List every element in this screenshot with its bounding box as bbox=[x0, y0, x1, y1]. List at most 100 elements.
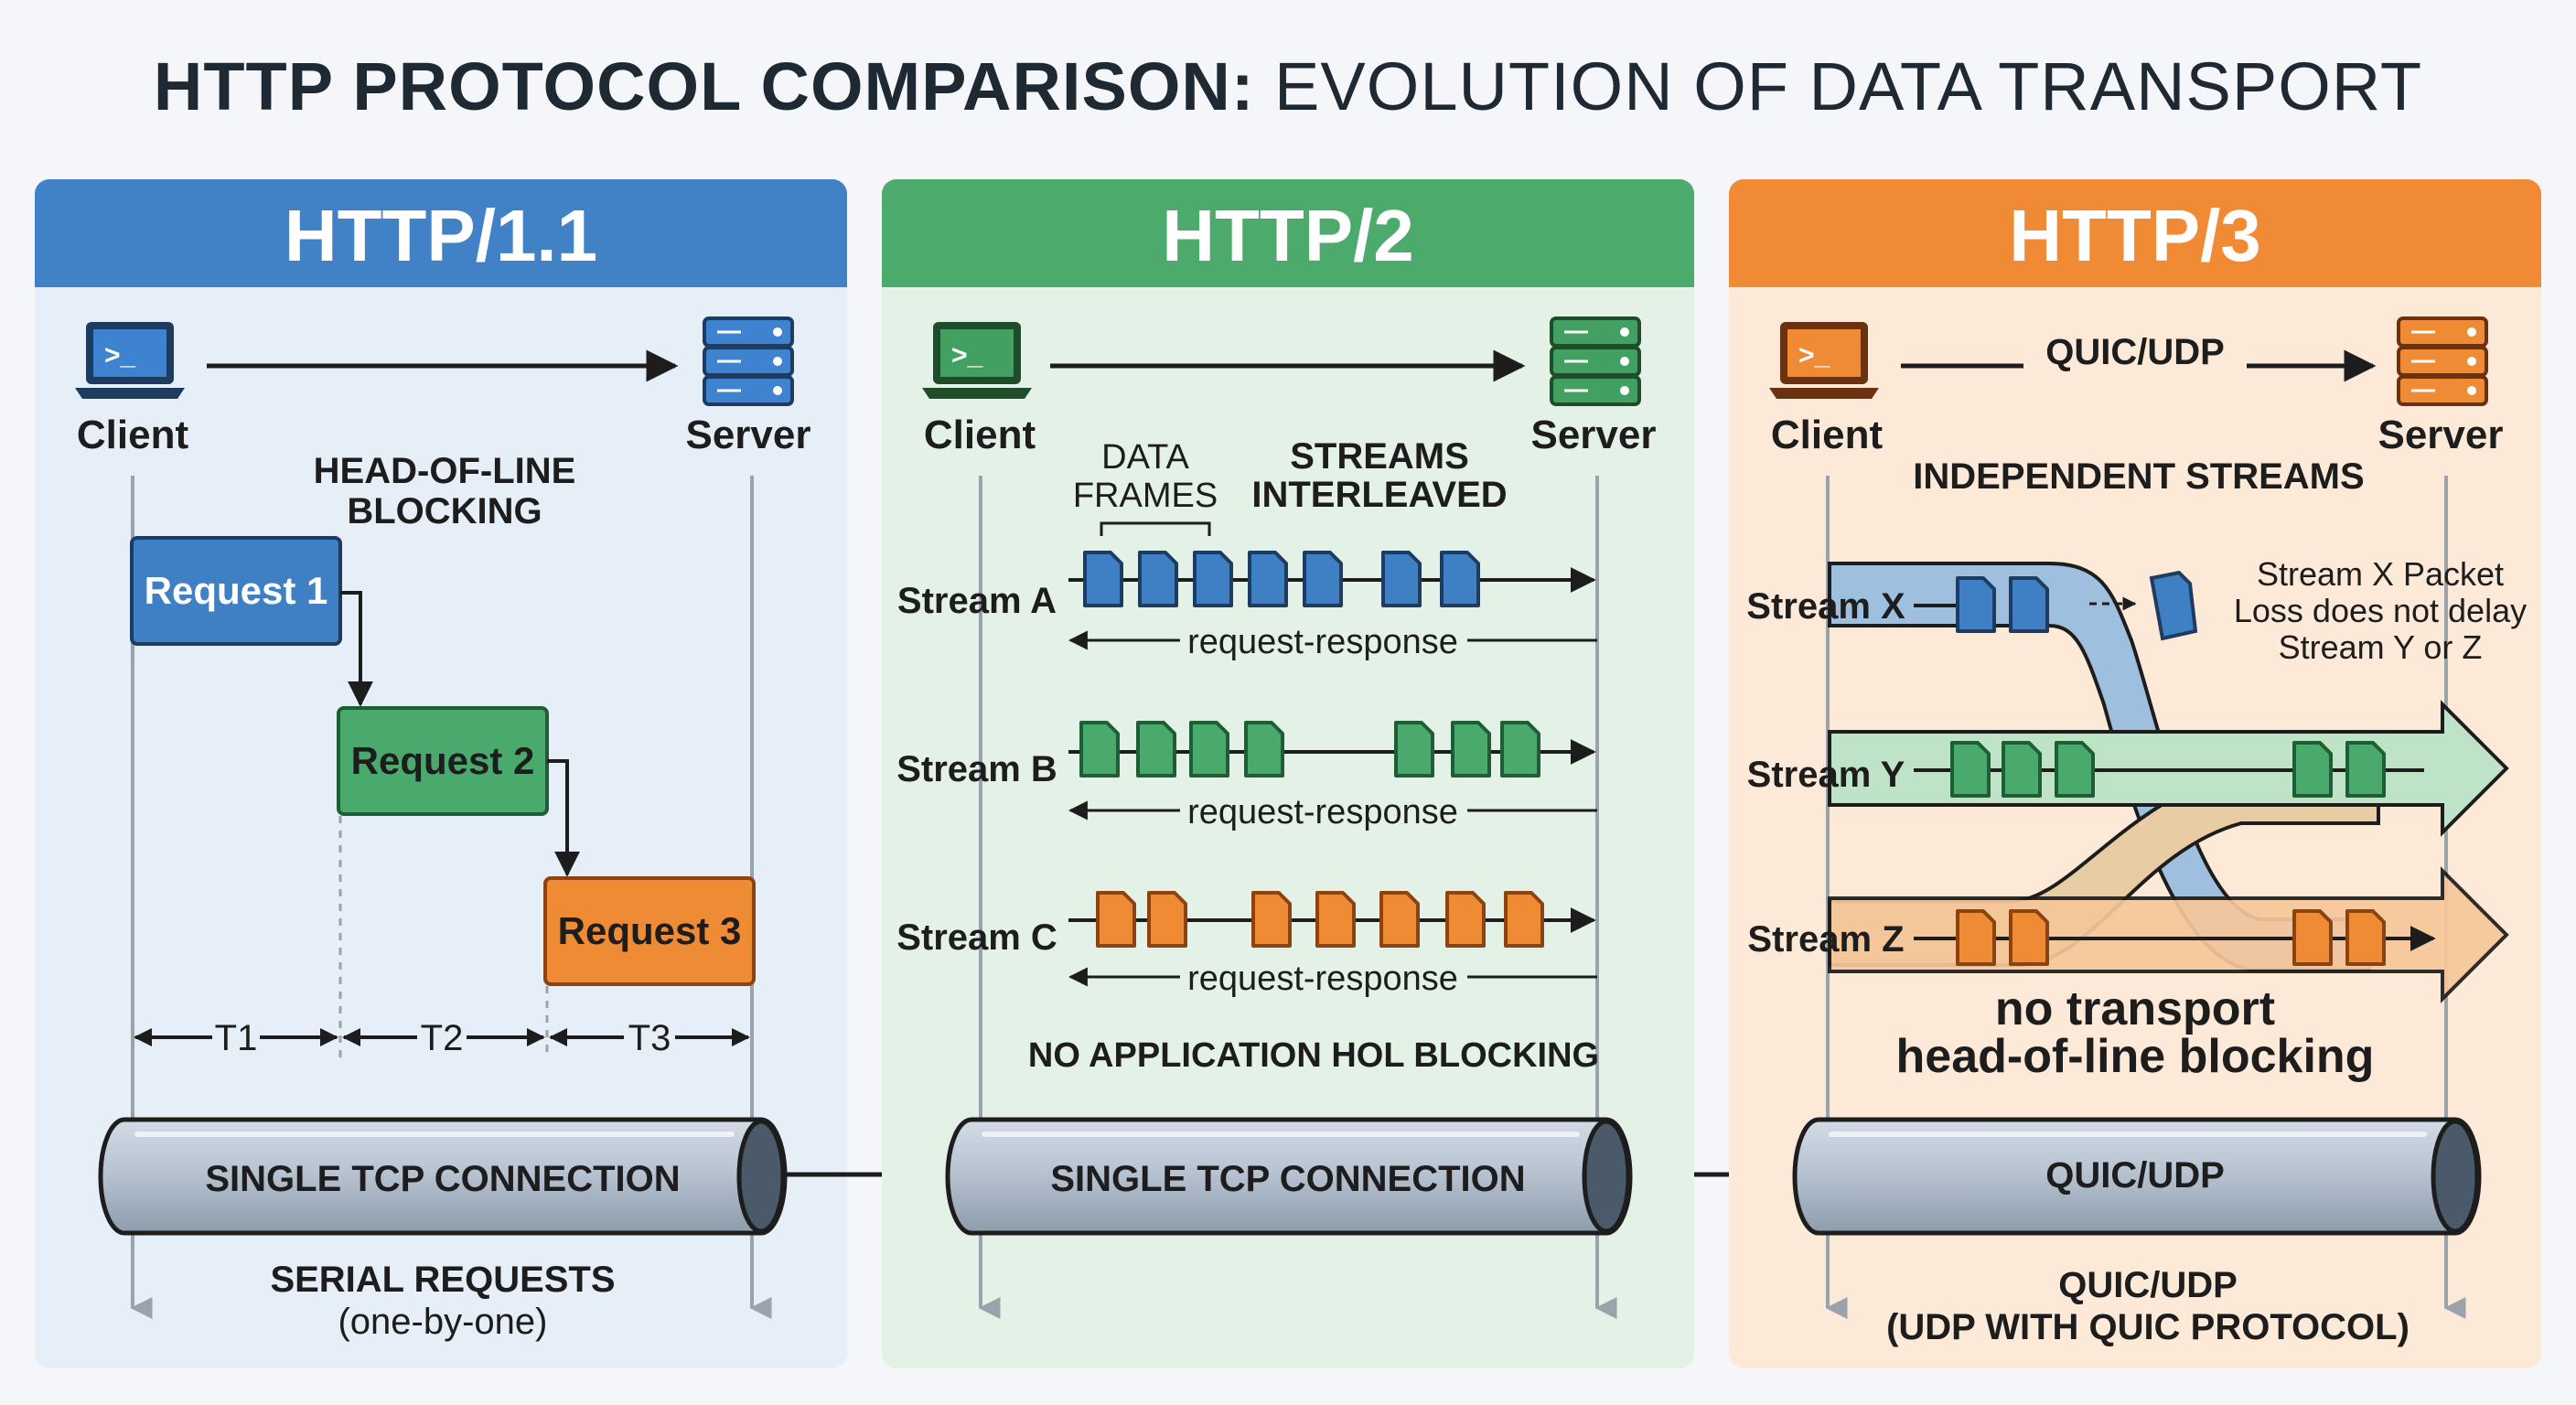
stream-a-response-label: request-response bbox=[1187, 623, 1458, 661]
data-frame bbox=[1394, 721, 1434, 778]
text-line: Loss does not delay bbox=[2234, 592, 2527, 629]
stream-c-frames bbox=[1096, 891, 1544, 948]
data-frame bbox=[1138, 551, 1178, 607]
data-frame bbox=[2002, 741, 2042, 798]
request-1-label: Request 1 bbox=[145, 569, 328, 612]
data-frame bbox=[2292, 909, 2333, 966]
data-frame bbox=[1315, 891, 1356, 948]
lost-packet-icon bbox=[2149, 570, 2198, 641]
title-regular: EVOLUTION OF DATA TRANSPORT bbox=[1274, 48, 2423, 124]
data-frame bbox=[1251, 891, 1292, 948]
data-frame bbox=[1083, 551, 1123, 607]
data-frame bbox=[1147, 891, 1187, 948]
data-frame bbox=[2345, 909, 2386, 966]
data-frames-bracket bbox=[1100, 521, 1211, 536]
data-frame bbox=[1136, 721, 1176, 778]
tcp-connection-label: SINGLE TCP CONNECTION bbox=[205, 1159, 680, 1199]
stream-c-label: Stream C bbox=[896, 917, 1057, 958]
stream-z-band bbox=[1828, 866, 2509, 1003]
stream-y-frames bbox=[1950, 741, 2386, 798]
stream-b-label: Stream B bbox=[896, 749, 1057, 789]
client-label: Client bbox=[77, 413, 189, 457]
stream-z-frames bbox=[1956, 909, 2386, 966]
quic-footer-sub: (UDP WITH QUIC PROTOCOL) bbox=[1886, 1307, 2410, 1347]
data-frame bbox=[2009, 909, 2049, 966]
request-3-label: Request 3 bbox=[558, 909, 742, 952]
stream-b-frames bbox=[1079, 721, 1540, 778]
stream-y-label: Stream Y bbox=[1747, 755, 1905, 795]
independent-streams-label: INDEPENDENT STREAMS bbox=[1913, 456, 2364, 497]
data-frame bbox=[1500, 721, 1540, 778]
data-frame bbox=[2292, 741, 2333, 798]
data-frame bbox=[1189, 721, 1229, 778]
stream-c-response-label: request-response bbox=[1187, 960, 1458, 998]
panel-http3-heading: HTTP/3 bbox=[2009, 195, 2261, 276]
stream-a-label: Stream A bbox=[897, 581, 1057, 621]
t2-label: T2 bbox=[421, 1018, 464, 1058]
data-frame bbox=[1096, 891, 1136, 948]
text-line: Stream Y or Z bbox=[2279, 628, 2483, 666]
data-frame bbox=[1381, 551, 1422, 607]
text-line: FRAMES bbox=[1073, 477, 1218, 515]
server-label: Server bbox=[685, 413, 810, 457]
stream-z-label: Stream Z bbox=[1747, 919, 1904, 960]
data-frame bbox=[1248, 551, 1288, 607]
svg-text:>_: >_ bbox=[1798, 340, 1830, 370]
t3-label: T3 bbox=[628, 1018, 671, 1058]
server-icon bbox=[703, 316, 794, 406]
request-2-to-3-arrow bbox=[547, 759, 580, 877]
page-title: HTTP PROTOCOL COMPARISON: EVOLUTION OF D… bbox=[0, 48, 2576, 125]
server-icon bbox=[2397, 316, 2488, 406]
text-line: head-of-line blocking bbox=[1896, 1030, 2375, 1083]
text-line: STREAMS bbox=[1290, 436, 1469, 477]
t1-label: T1 bbox=[215, 1018, 258, 1058]
data-frame bbox=[2345, 741, 2386, 798]
request-1-to-2-arrow bbox=[340, 591, 373, 707]
data-frame bbox=[2009, 576, 2049, 633]
data-frame bbox=[1451, 721, 1491, 778]
serial-requests-label: SERIAL REQUESTS bbox=[270, 1260, 615, 1300]
data-frame bbox=[1445, 891, 1486, 948]
panel-http2-header bbox=[882, 179, 1694, 287]
tcp-connection-label: SINGLE TCP CONNECTION bbox=[1050, 1159, 1525, 1199]
server-icon bbox=[1550, 316, 1641, 406]
panel-http3: HTTP/3 >_ Client Server QUIC/UDP INDEPEN… bbox=[1729, 179, 2541, 1368]
server-label: Server bbox=[2377, 413, 2503, 457]
text-line: BLOCKING bbox=[347, 491, 542, 531]
panel-http11-heading: HTTP/1.1 bbox=[284, 195, 597, 276]
laptop-icon: >_ bbox=[1769, 322, 1879, 399]
text-line: INTERLEAVED bbox=[1251, 475, 1507, 515]
data-frame bbox=[1504, 891, 1544, 948]
quic-footer-label: QUIC/UDP bbox=[2058, 1265, 2238, 1305]
laptop-icon: >_ bbox=[75, 322, 185, 399]
data-frame bbox=[1303, 551, 1343, 607]
data-frame bbox=[1956, 576, 1996, 633]
request-3-box bbox=[543, 876, 756, 986]
panel-http3-header bbox=[1729, 179, 2541, 287]
text-line: Stream X Packet bbox=[2257, 555, 2504, 593]
serial-requests-sub: (one-by-one) bbox=[338, 1302, 547, 1342]
data-frame bbox=[1956, 909, 1996, 966]
data-frame bbox=[2055, 741, 2095, 798]
server-label: Server bbox=[1530, 413, 1656, 457]
tcp-connection-tube bbox=[945, 1117, 1633, 1236]
request-2-label: Request 2 bbox=[351, 739, 535, 782]
stream-x-frames bbox=[1956, 576, 2049, 633]
panel-http11-header bbox=[35, 179, 847, 287]
panel-http2-heading: HTTP/2 bbox=[1162, 195, 1414, 276]
laptop-icon: >_ bbox=[922, 322, 1032, 399]
svg-text:>_: >_ bbox=[104, 340, 136, 370]
quic-connection-tube bbox=[1792, 1117, 2482, 1236]
tcp-connection-tube bbox=[98, 1117, 788, 1236]
client-label: Client bbox=[924, 413, 1036, 457]
data-frame bbox=[1244, 721, 1284, 778]
quic-connection-label: QUIC/UDP bbox=[2045, 1155, 2225, 1196]
data-frame bbox=[1950, 741, 1991, 798]
